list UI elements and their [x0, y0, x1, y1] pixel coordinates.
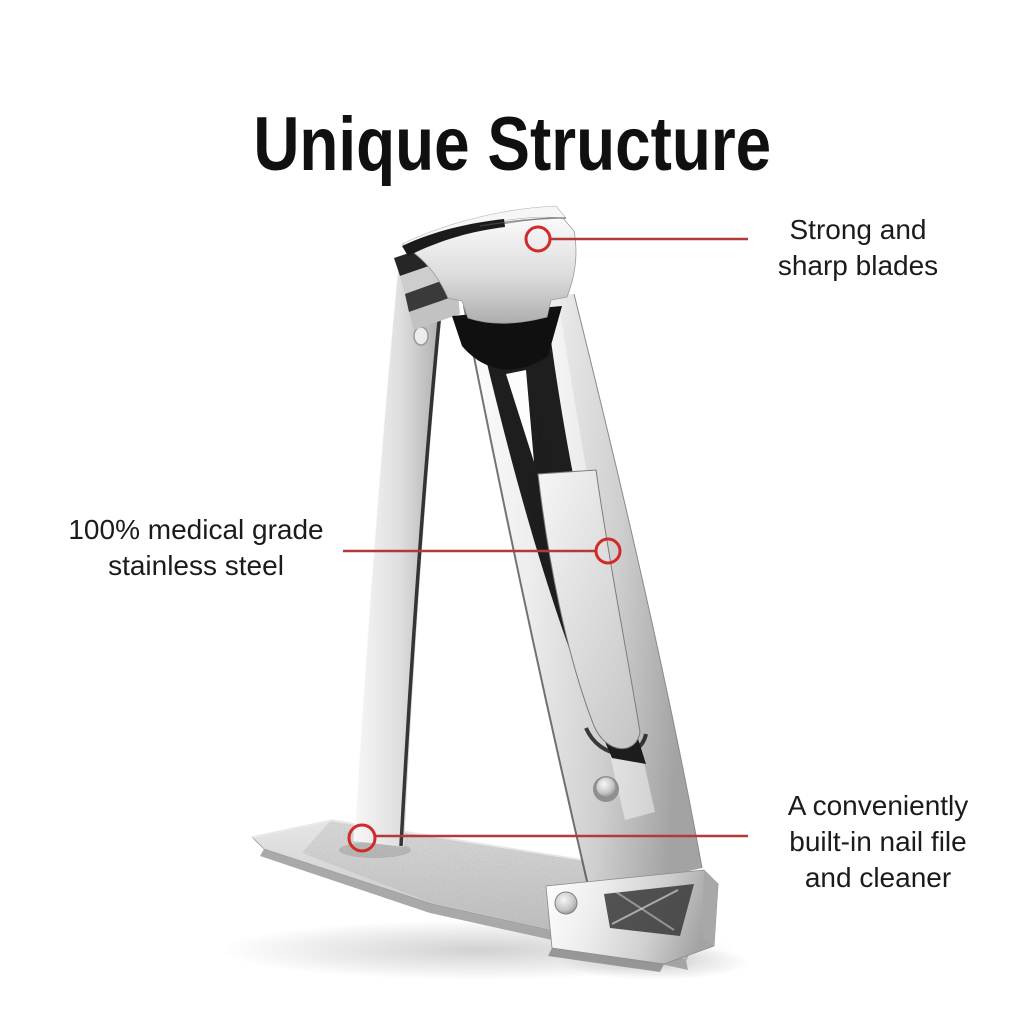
callout-blades-label: Strong and sharp blades — [740, 212, 976, 284]
callout-file-line3: and cleaner — [804, 862, 952, 893]
inner-blade-tongue — [537, 469, 641, 749]
hinge-bracket — [545, 869, 719, 972]
callout-markers — [343, 225, 748, 853]
callout-steel-label: 100% medical grade stainless steel — [38, 512, 354, 584]
callout-file-label: A conveniently built-in nail file and cl… — [755, 788, 1001, 896]
left-leg — [339, 252, 448, 858]
hinge-pin — [554, 891, 578, 915]
callout-blades-line1: Strong and — [789, 214, 927, 245]
under-head-shadow — [452, 306, 562, 370]
callout-steel-line2: stainless steel — [108, 550, 284, 581]
page-title: Unique Structure — [253, 101, 771, 187]
lever-rivet — [593, 776, 619, 802]
callout-file-line1: A conveniently — [787, 790, 969, 821]
blade-gap — [402, 219, 505, 256]
leg-rivet — [413, 326, 429, 346]
callout-marker-blades — [524, 225, 552, 253]
callout-marker-file — [347, 823, 377, 853]
see-through-gap — [506, 370, 534, 462]
clipper-head — [394, 205, 577, 370]
callout-file-line2: built-in nail file — [789, 826, 967, 857]
callout-marker-steel — [594, 537, 622, 565]
callout-steel-line1: 100% medical grade — [68, 514, 324, 545]
callout-blades-line2: sharp blades — [777, 250, 939, 281]
lever-arm — [463, 293, 703, 895]
